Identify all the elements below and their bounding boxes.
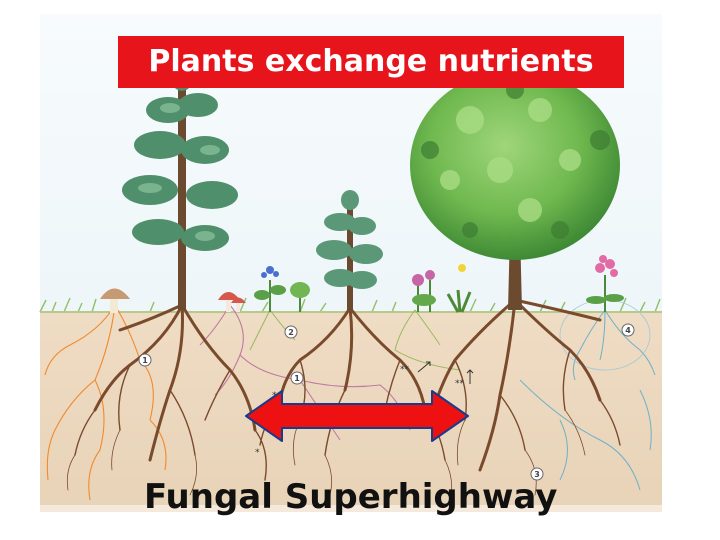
svg-text:1: 1	[294, 374, 300, 383]
svg-text:**: **	[400, 365, 410, 375]
title-banner: Plants exchange nutrients	[118, 36, 624, 88]
marker-1a: 1	[139, 354, 151, 366]
svg-text:*: *	[255, 448, 260, 458]
marker-1b: 1	[291, 372, 303, 384]
svg-text:4: 4	[625, 326, 631, 335]
marker-4: 4	[622, 324, 634, 336]
marker-2: 2	[285, 326, 297, 338]
svg-text:2: 2	[288, 328, 294, 337]
caption-label: Fungal Superhighway	[144, 474, 584, 520]
svg-text:**: **	[455, 379, 465, 389]
title-text: Plants exchange nutrients	[148, 44, 593, 79]
svg-text:1: 1	[142, 356, 148, 365]
